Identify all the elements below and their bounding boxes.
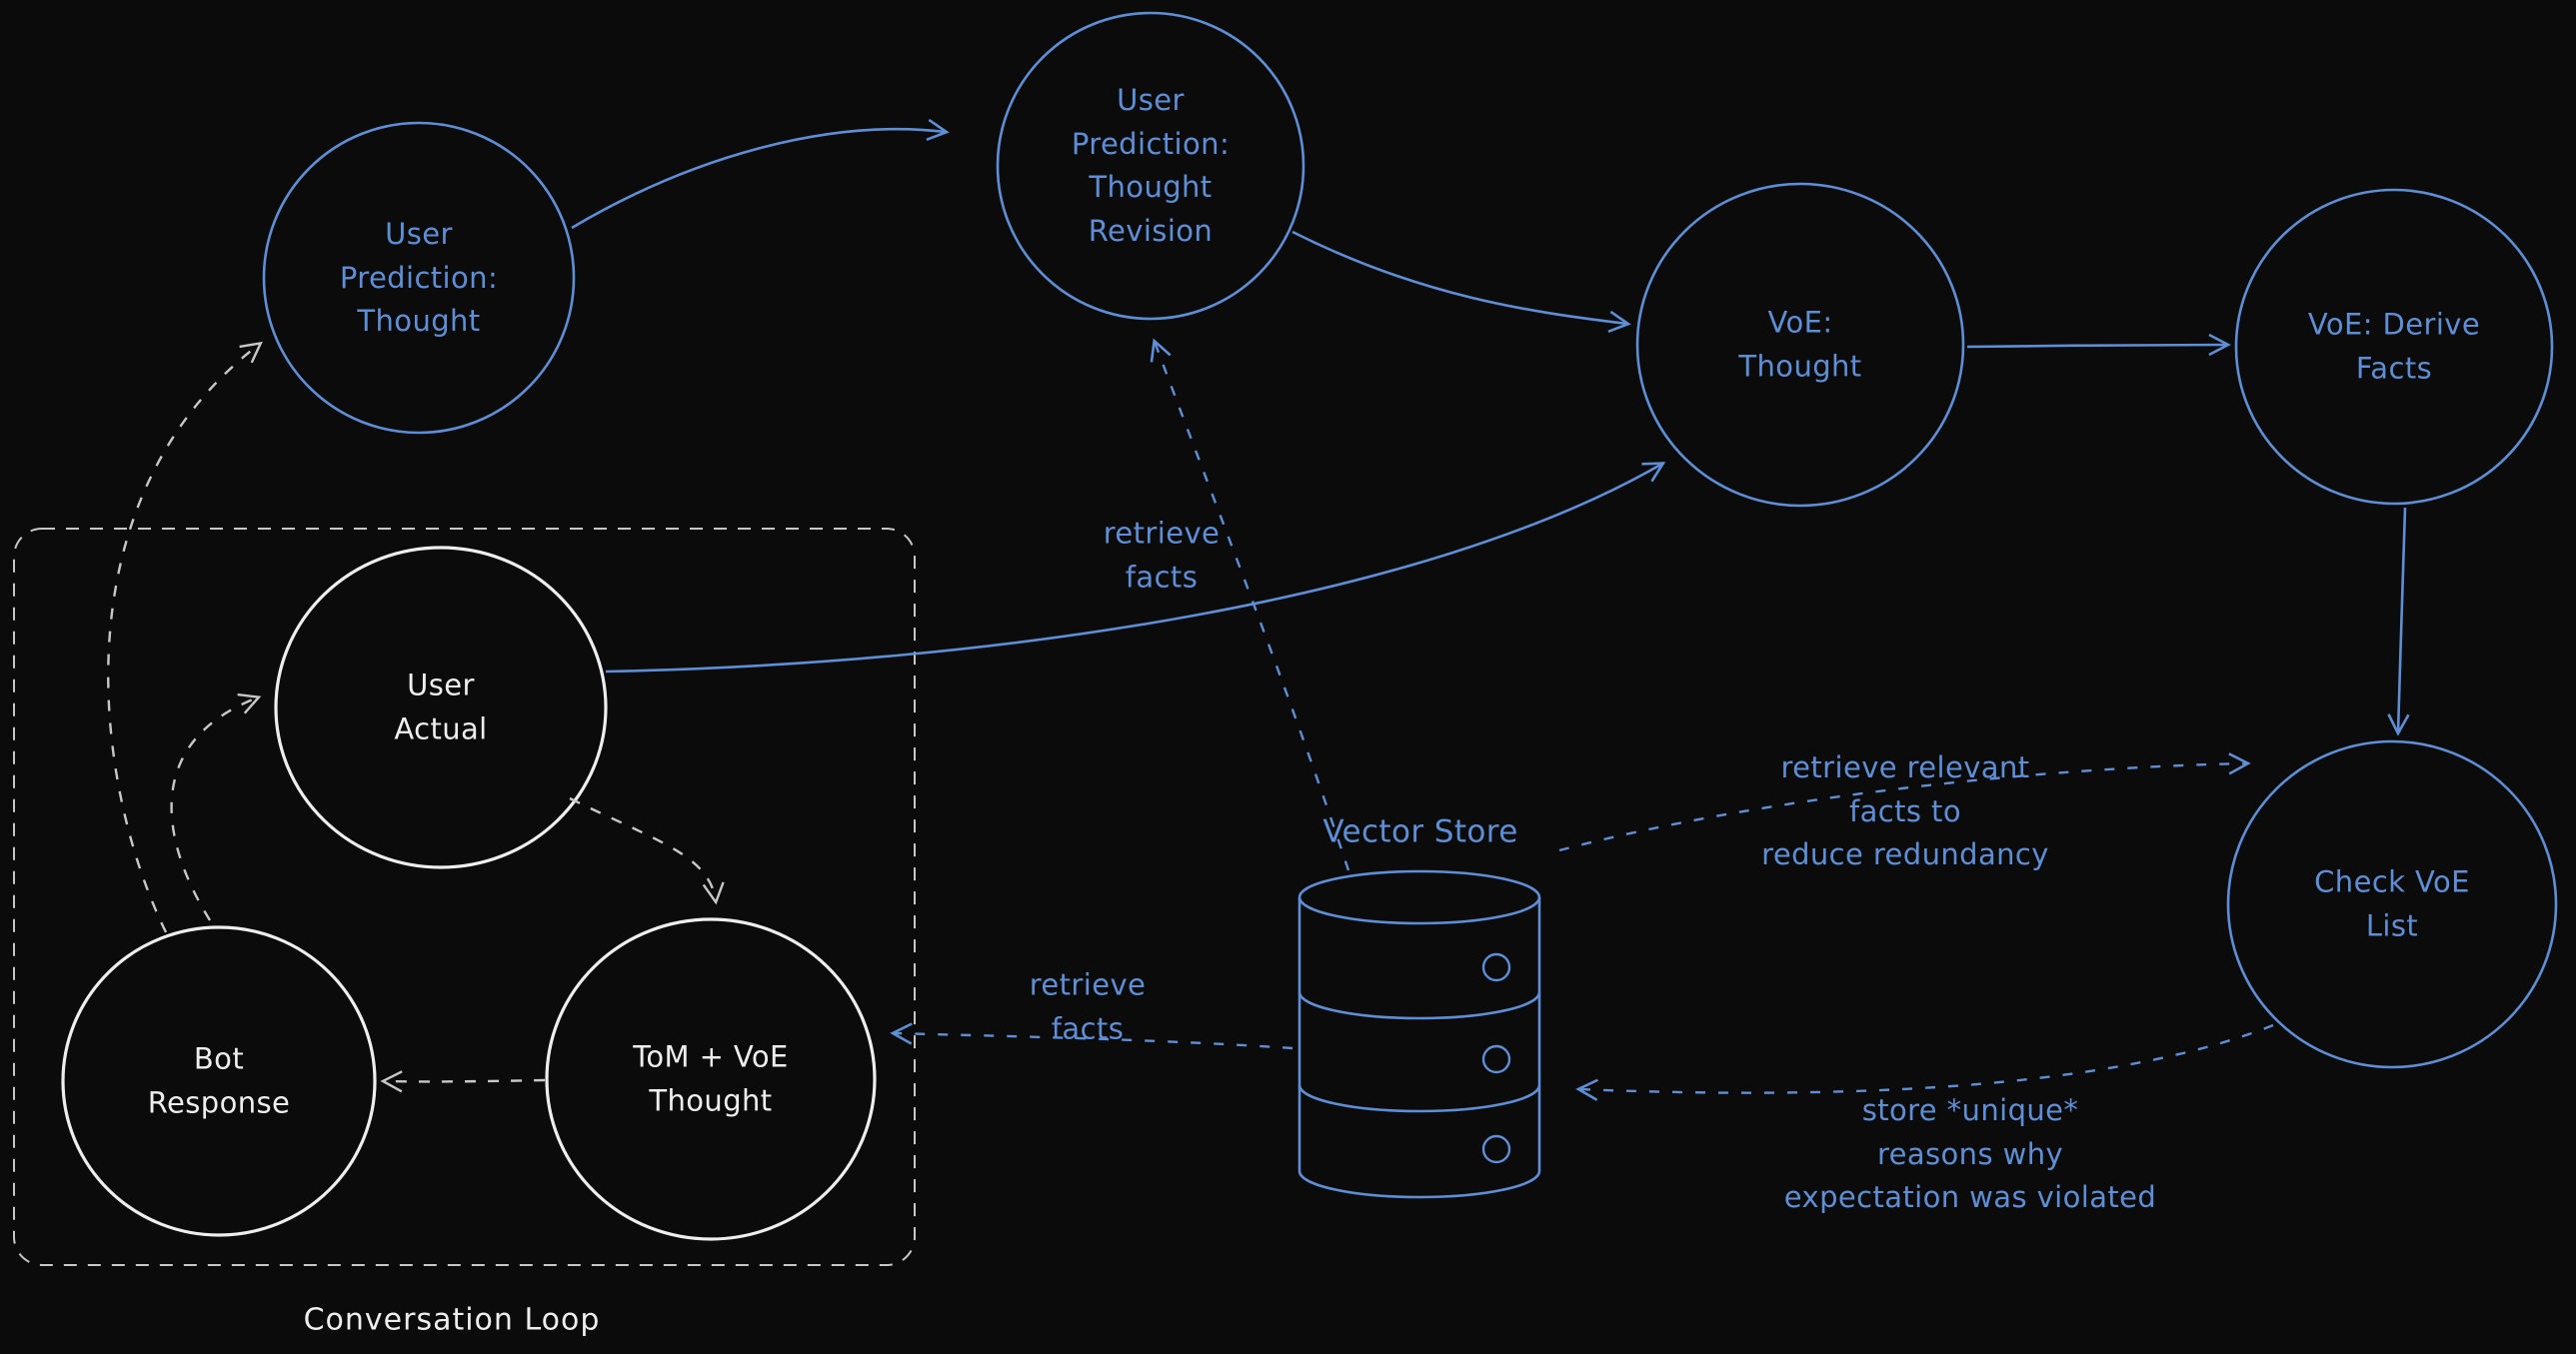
vector-store-divider-2 (1297, 1084, 1541, 1113)
edge-bot-response-to-user-prediction (107, 341, 263, 933)
vector-store-icon (1297, 869, 1541, 1199)
annotation-retrieve-facts-left: retrieve facts (1029, 967, 1147, 1046)
edge-revision-to-voe-thought (1291, 230, 1631, 333)
node-label-user-prediction-thought-revision: User Prediction: Thought Revision (1071, 83, 1231, 248)
edge-thought-to-revision (571, 118, 950, 230)
node-check-voe-list-circle (2226, 739, 2558, 1069)
node-user-actual-circle (274, 546, 608, 869)
edge-vector-store-to-tom-voe (890, 1022, 1293, 1050)
node-label-voe-thought: VoE: Thought (1738, 305, 1862, 384)
vector-store-dot-1 (1481, 952, 1511, 982)
annotation-retrieve-relevant-facts: retrieve relevant facts to reduce redund… (1761, 749, 2049, 871)
edge-tom-voe-to-bot-response (380, 1070, 546, 1093)
vector-store-dot-3 (1481, 1134, 1511, 1164)
edge-bot-response-to-user-actual (170, 692, 262, 921)
edge-check-list-to-vector-store (1575, 1023, 2274, 1101)
edge-vector-store-to-revision (1150, 338, 1350, 871)
vector-store-top (1297, 869, 1541, 925)
vector-store-bottom (1297, 1170, 1541, 1199)
conversation-loop-box (13, 528, 916, 1266)
node-user-prediction-thought-revision-circle (996, 11, 1305, 321)
annotation-store-unique-reasons: store *unique* reasons why expectation w… (1783, 1092, 2157, 1214)
node-label-check-voe-list: Check VoE List (2314, 864, 2470, 943)
node-label-voe-derive-facts: VoE: Derive Facts (2307, 307, 2481, 386)
vector-store-label: Vector Store (1322, 813, 1518, 850)
edge-voe-thought-to-derive-facts (1966, 333, 2231, 357)
edge-user-actual-to-tom-voe (569, 796, 725, 905)
node-label-tom-voe-thought: ToM + VoE Thought (633, 1039, 789, 1118)
edge-user-actual-to-voe-thought (605, 462, 1666, 674)
annotation-retrieve-facts-top: retrieve facts (1103, 516, 1221, 595)
node-label-user-prediction-thought: User Prediction: Thought (339, 216, 499, 338)
vector-store-dot-2 (1481, 1044, 1511, 1074)
edge-derive-facts-to-check-list (2387, 507, 2410, 736)
node-tom-voe-thought-circle (545, 917, 877, 1241)
node-user-prediction-thought-circle (262, 121, 576, 435)
conversation-loop-label: Conversation Loop (303, 1302, 601, 1338)
vector-store-divider-1 (1297, 991, 1541, 1020)
node-label-user-actual: User Actual (394, 668, 488, 746)
node-label-bot-response: Bot Response (147, 1041, 291, 1120)
node-voe-thought-circle (1635, 182, 1965, 508)
node-bot-response-circle (61, 925, 377, 1237)
edge-vector-store-to-check-list (1558, 752, 2251, 852)
node-voe-derive-facts-circle (2234, 188, 2554, 506)
